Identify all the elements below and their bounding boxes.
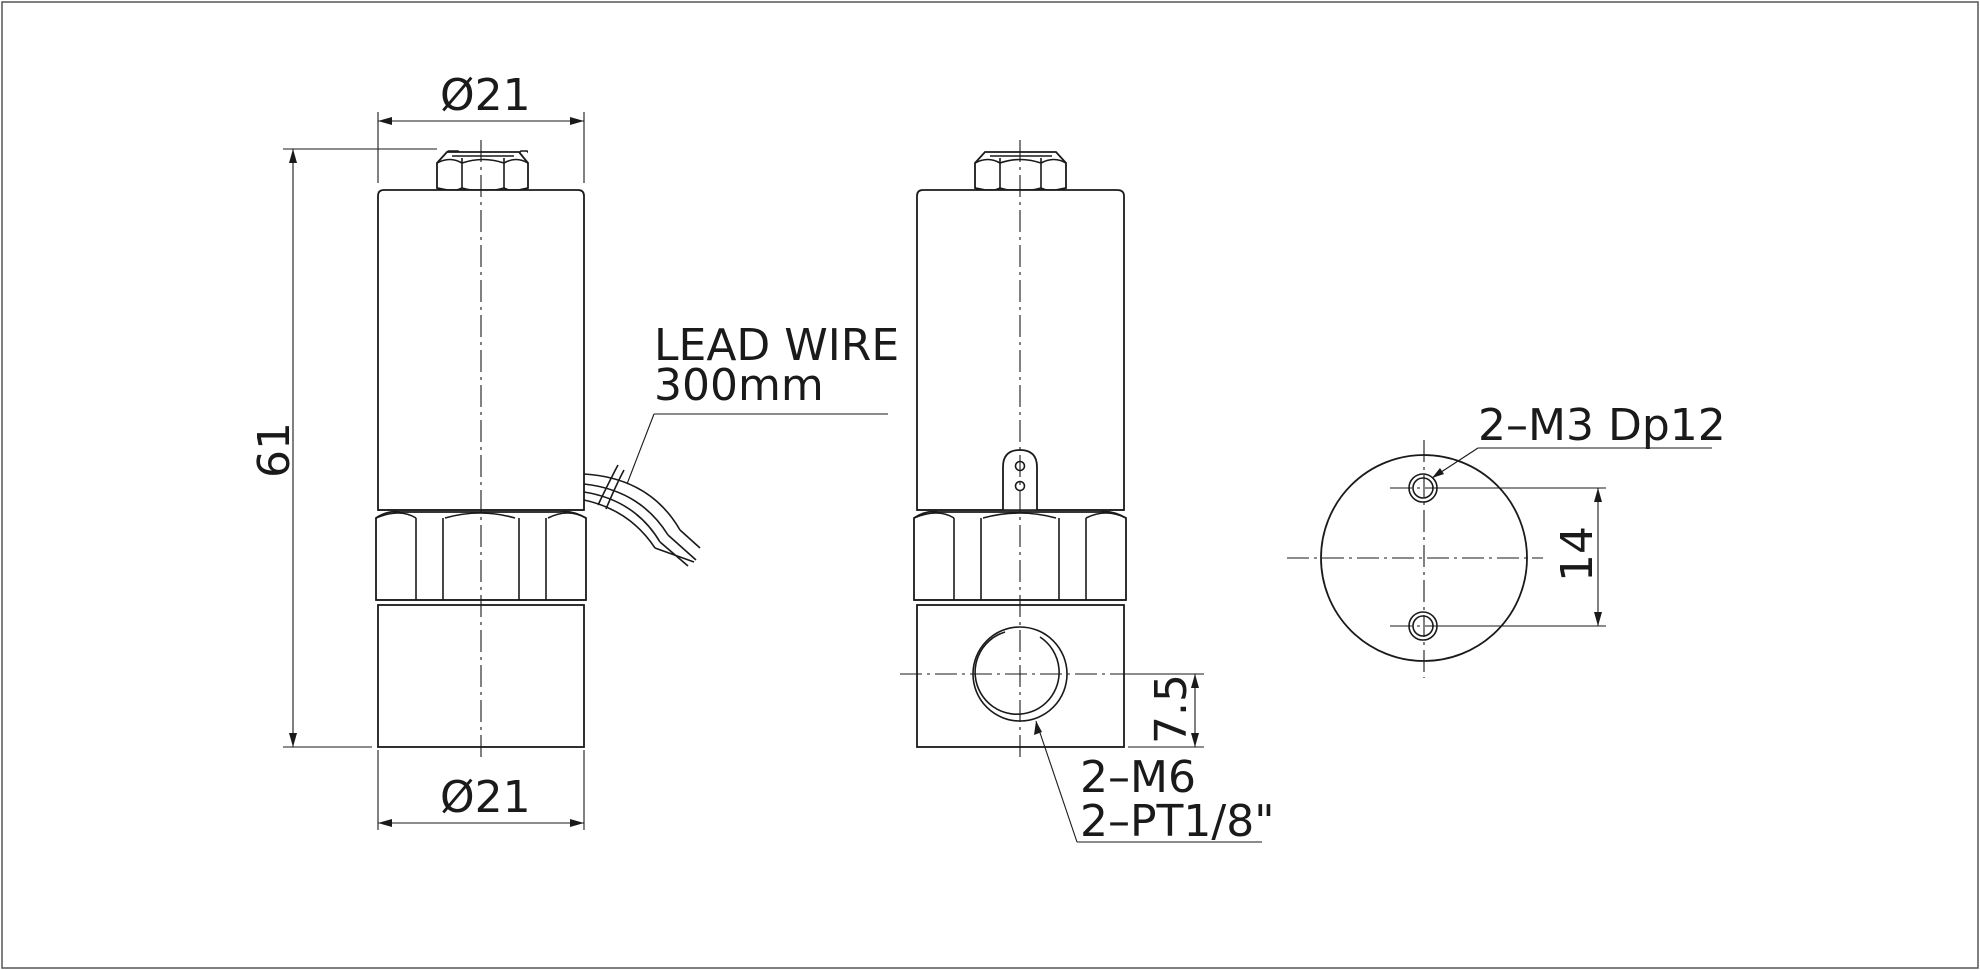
overall-height-label: 61 <box>249 422 300 478</box>
port-thread-label-line1: 2–M6 <box>1080 752 1196 803</box>
lead-wire-label-line2: 300mm <box>654 360 824 411</box>
bottom-diameter-label: Ø21 <box>440 772 531 823</box>
port-hole-thread <box>974 631 1060 715</box>
front-view: 7.5 2–M6 2–PT1/8" <box>900 140 1274 847</box>
port-height-label: 7.5 <box>1146 674 1197 744</box>
side-top-nut <box>436 151 529 191</box>
bottom-view: 14 2–M3 Dp12 <box>1287 400 1726 678</box>
front-hex-body <box>913 510 1127 601</box>
lead-wire-label-line1: LEAD WIRE <box>654 320 899 371</box>
lead-wires <box>583 464 701 567</box>
top-diameter-label: Ø21 <box>440 70 531 121</box>
mount-holes-label: 2–M3 Dp12 <box>1478 400 1726 451</box>
side-view: LEAD WIRE 300mm Ø21 Ø21 61 <box>249 70 899 830</box>
hole-spacing-label: 14 <box>1552 526 1603 582</box>
port-thread-label-line2: 2–PT1/8" <box>1080 796 1274 847</box>
side-hex-body <box>375 510 587 601</box>
